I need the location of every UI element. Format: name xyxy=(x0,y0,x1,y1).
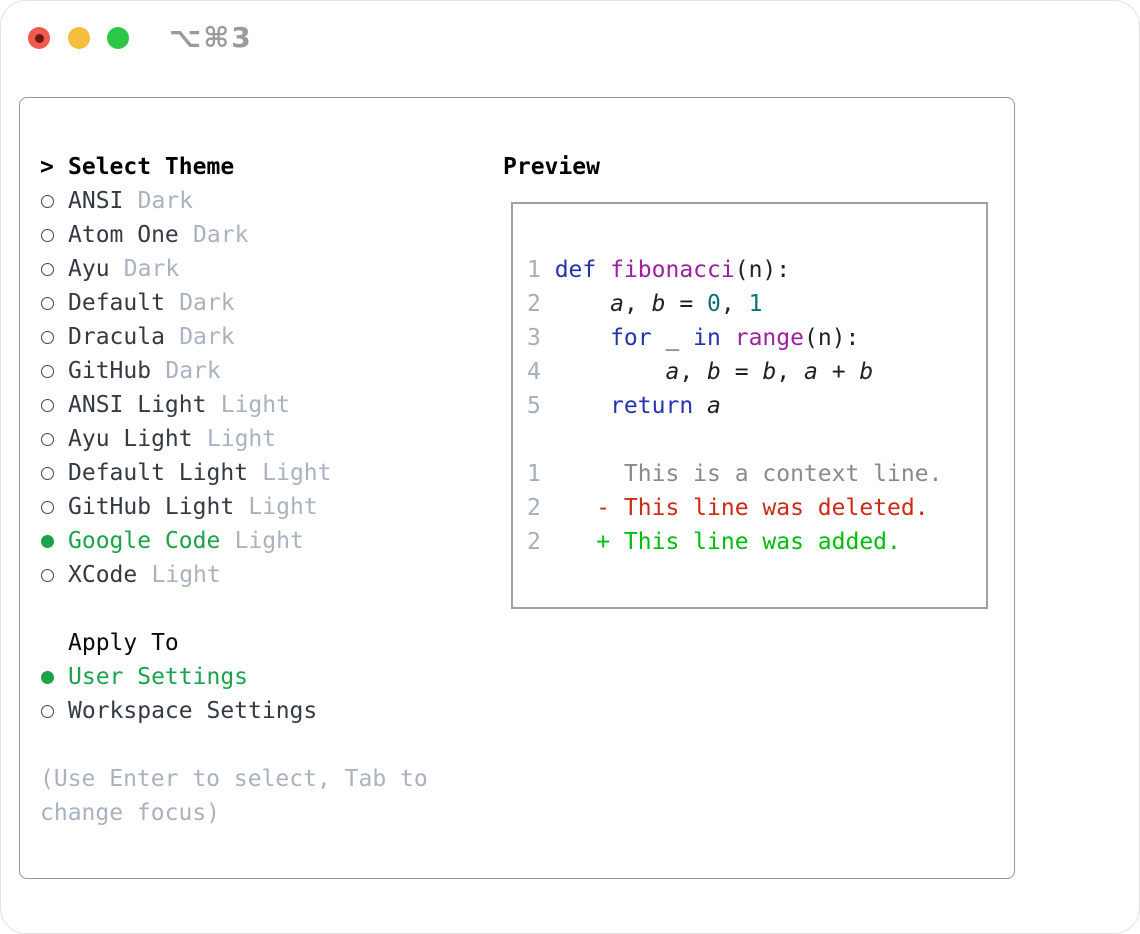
option-label: Google Code xyxy=(68,528,221,554)
theme-option[interactable]: Atom One Dark xyxy=(40,218,484,252)
code-line: 1 def fibonacci(n): xyxy=(527,253,986,287)
line-number: 2 xyxy=(527,291,555,317)
theme-option[interactable]: Google Code Light xyxy=(40,524,484,558)
option-label: XCode xyxy=(68,562,138,588)
theme-option[interactable]: GitHub Light Light xyxy=(40,490,484,524)
apply-to-header: Apply To xyxy=(68,630,179,656)
option-label: ANSI Light xyxy=(68,392,207,418)
radio-icon xyxy=(40,228,68,242)
select-theme-header: Select Theme xyxy=(68,154,235,180)
diff-preview: 1 This is a context line.2 - This line w… xyxy=(527,457,986,559)
line-number: 2 xyxy=(527,495,555,521)
theme-variant-tag: Dark xyxy=(193,222,249,248)
line-number: 1 xyxy=(527,257,555,283)
close-button[interactable] xyxy=(28,27,50,49)
radio-icon xyxy=(40,364,68,378)
theme-variant-tag: Light xyxy=(151,562,221,588)
theme-option[interactable]: Dracula Dark xyxy=(40,320,484,354)
radio-icon xyxy=(40,262,68,276)
option-label: Ayu xyxy=(68,256,110,282)
radio-selected-icon xyxy=(40,534,68,548)
line-number: 3 xyxy=(527,325,555,351)
minimize-button[interactable] xyxy=(68,27,90,49)
option-label: Ayu Light xyxy=(68,426,193,452)
theme-variant-tag: Light xyxy=(220,392,290,418)
line-number: 1 xyxy=(527,461,555,487)
spacer xyxy=(527,423,986,457)
apply-to-header-row: Apply To xyxy=(40,626,484,660)
radio-selected-icon xyxy=(40,670,68,684)
theme-variant-tag: Dark xyxy=(165,358,221,384)
theme-variant-tag: Dark xyxy=(179,324,235,350)
option-label: Atom One xyxy=(68,222,179,248)
theme-option[interactable]: ANSI Light Light xyxy=(40,388,484,422)
title-bar: ⌥⌘3 xyxy=(1,1,1139,75)
option-label: Workspace Settings xyxy=(68,698,318,724)
option-label: Default xyxy=(68,290,165,316)
radio-icon xyxy=(40,432,68,446)
code-line: 5 return a xyxy=(527,389,986,423)
apply-to-option[interactable]: User Settings xyxy=(40,660,484,694)
radio-icon xyxy=(40,296,68,310)
theme-option[interactable]: ANSI Dark xyxy=(40,184,484,218)
apply-to-option[interactable]: Workspace Settings xyxy=(40,694,484,728)
diff-line-added: 2 + This line was added. xyxy=(527,525,986,559)
theme-option[interactable]: GitHub Dark xyxy=(40,354,484,388)
theme-variant-tag: Dark xyxy=(123,256,180,282)
help-text: (Use Enter to select, Tab to change focu… xyxy=(40,766,428,826)
line-number: 4 xyxy=(527,359,555,385)
radio-icon xyxy=(40,704,68,718)
theme-variant-tag: Dark xyxy=(137,188,194,214)
radio-icon xyxy=(40,466,68,480)
option-label: GitHub Light xyxy=(68,494,235,520)
line-number: 2 xyxy=(527,529,555,555)
diff-line-deleted: 2 - This line was deleted. xyxy=(527,491,986,525)
theme-variant-tag: Light xyxy=(206,426,277,452)
radio-icon xyxy=(40,568,68,582)
radio-icon xyxy=(40,398,68,412)
option-label: GitHub xyxy=(68,358,152,384)
select-theme-header-row: > Select Theme xyxy=(40,150,484,184)
code-line: 2 a, b = 0, 1 xyxy=(527,287,986,321)
diff-line-context: 1 This is a context line. xyxy=(527,457,986,491)
theme-variant-tag: Light xyxy=(248,494,318,520)
theme-variant-tag: Dark xyxy=(179,290,235,316)
theme-option[interactable]: XCode Light xyxy=(40,558,484,592)
theme-variant-tag: Light xyxy=(262,460,332,486)
window-title: ⌥⌘3 xyxy=(169,21,253,54)
code-line: 3 for _ in range(n): xyxy=(527,321,986,355)
option-label: ANSI xyxy=(68,188,124,214)
zoom-button[interactable] xyxy=(107,27,129,49)
cursor-icon: > xyxy=(40,154,54,180)
option-label: User Settings xyxy=(68,664,249,690)
radio-icon xyxy=(40,194,68,208)
theme-option[interactable]: Default Dark xyxy=(40,286,484,320)
code-line: 4 a, b = b, a + b xyxy=(527,355,986,389)
line-number: 5 xyxy=(527,393,555,419)
close-dot-icon xyxy=(34,33,44,43)
theme-variant-tag: Light xyxy=(234,528,304,554)
spacer xyxy=(40,592,484,626)
theme-option[interactable]: Default Light Light xyxy=(40,456,484,490)
theme-option[interactable]: Ayu Light Light xyxy=(40,422,484,456)
radio-icon xyxy=(40,500,68,514)
radio-icon xyxy=(40,330,68,344)
preview-header: Preview xyxy=(503,154,600,180)
theme-option[interactable]: Ayu Dark xyxy=(40,252,484,286)
option-label: Default Light xyxy=(68,460,249,486)
option-label: Dracula xyxy=(68,324,165,350)
